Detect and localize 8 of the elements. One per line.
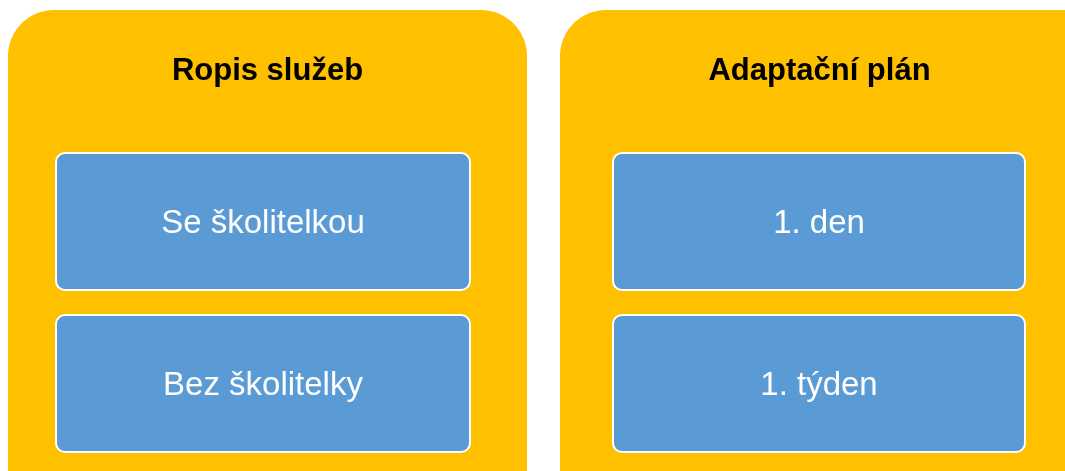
item-box: Se školitelkou	[55, 152, 471, 291]
group-panel	[8, 10, 527, 471]
group-panel	[560, 10, 1065, 471]
panel-title: Ropis služeb	[170, 52, 365, 88]
panel-title: Adaptační plán	[707, 52, 932, 88]
item-box: Bez školitelky	[55, 314, 471, 453]
item-box: 1. týden	[612, 314, 1026, 453]
item-box: 1. den	[612, 152, 1026, 291]
